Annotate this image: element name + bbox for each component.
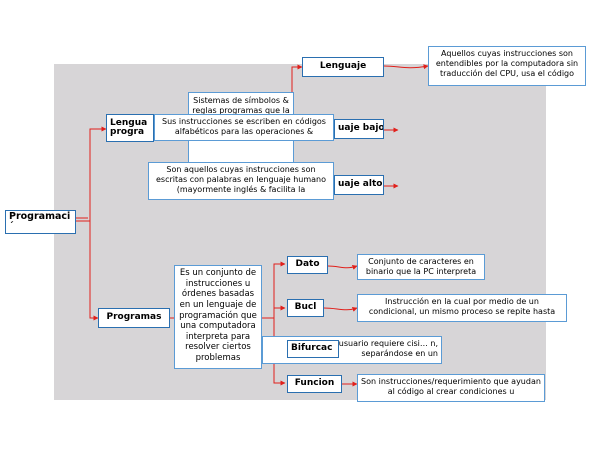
- note-dato: Conjunto de caracteres en binario que la…: [357, 254, 485, 280]
- note-lenguaje: Aquellos cuyas instrucciones son entendi…: [428, 46, 586, 86]
- note-funcion: Son instrucciones/requerimiento que ayud…: [357, 374, 545, 402]
- node-programacion[interactable]: Programaci ´: [5, 210, 76, 234]
- node-funcion[interactable]: Funcion: [287, 375, 342, 393]
- note-bucle: Instrucción en la cual por medio de un c…: [357, 294, 567, 322]
- node-lenguaje-bajo[interactable]: uaje bajo: [334, 119, 384, 139]
- node-lenguajes-programacion[interactable]: Lengua progra: [106, 114, 154, 142]
- node-bifurcacion[interactable]: Bifurcac: [287, 340, 339, 358]
- note-lenguaje-alto: Son aquellos cuyas instrucciones son esc…: [148, 162, 334, 200]
- node-programas[interactable]: Programas: [98, 308, 170, 328]
- node-dato[interactable]: Dato: [287, 256, 328, 274]
- connector-bucle-note: [323, 307, 358, 312]
- connector-dato-note: [327, 265, 358, 270]
- connector-lenguaje-note: [383, 64, 429, 70]
- node-lenguaje-alto[interactable]: uaje alto: [334, 175, 384, 195]
- note-lenguaje-bajo: Sus instrucciones se escriben en códigos…: [154, 114, 334, 141]
- node-lenguaje[interactable]: Lenguaje: [302, 57, 384, 77]
- connector-root-programas: [76, 220, 99, 321]
- node-bucle[interactable]: Bucl: [287, 299, 324, 317]
- note-programas: Es un conjunto de instrucciones u órdene…: [174, 265, 262, 369]
- connector-root-lenguajes: [76, 126, 107, 222]
